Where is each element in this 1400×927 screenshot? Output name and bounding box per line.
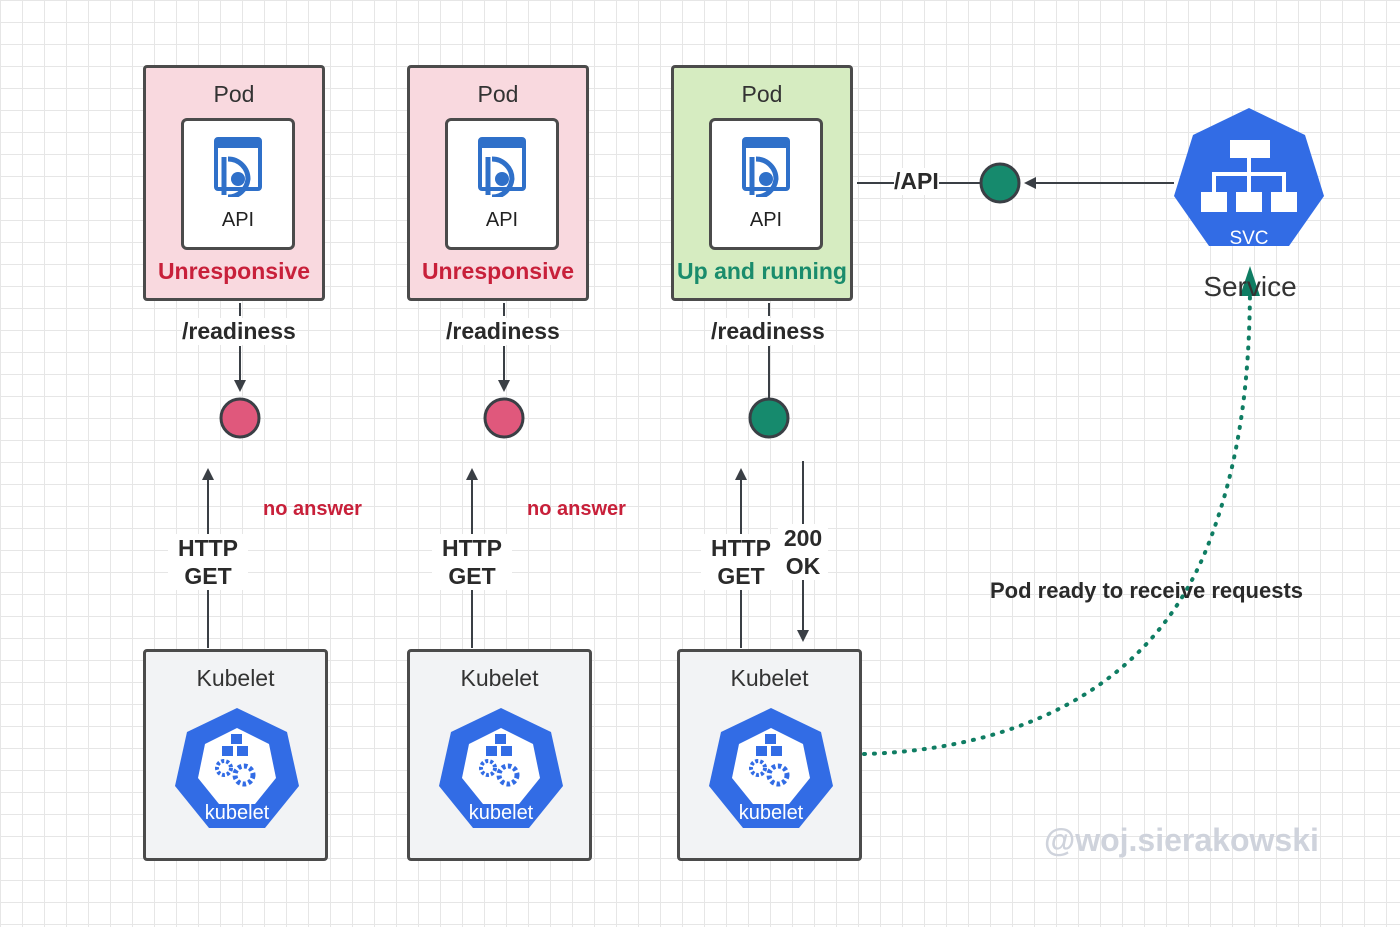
kubelet-title: Kubelet — [196, 665, 275, 691]
http-method-line1: HTTP — [177, 535, 239, 561]
no-answer-label-1: no answer — [263, 498, 362, 520]
api-label: API — [485, 209, 519, 231]
kubelet-icon: kubelet — [439, 708, 563, 828]
response-line2: OK — [785, 553, 821, 579]
pod-running: Pod API Up and running — [671, 65, 853, 301]
ready-note: Pod ready to receive requests — [990, 578, 1304, 603]
response-line1: 200 — [783, 525, 823, 551]
pod-status: Up and running — [677, 258, 847, 284]
pod-unresponsive-2: Pod API Unresponsive — [407, 65, 589, 301]
pod-unresponsive-1: Pod API Unresponsive — [143, 65, 325, 301]
pod-title: Pod — [213, 81, 255, 107]
ok-response-label: 200 OK — [778, 524, 828, 580]
http-method-line2: GET — [448, 563, 496, 589]
kubelet-1: Kubelet kubelet — [143, 649, 328, 861]
kubelet-icon: kubelet — [709, 708, 833, 828]
http-method-line2: GET — [184, 563, 232, 589]
kubelet-icon: kubelet — [175, 708, 299, 828]
kubelet-2: Kubelet kubelet — [407, 649, 592, 861]
pod-title: Pod — [741, 81, 783, 107]
api-endpoint — [979, 162, 1021, 204]
kubelet-icon-label: kubelet — [205, 802, 270, 824]
no-answer-label-2: no answer — [527, 498, 626, 520]
watermark: @woj.sierakowski — [1044, 822, 1319, 858]
pod-status: Unresponsive — [157, 258, 311, 284]
readiness-endpoint-good — [748, 397, 790, 439]
api-icon — [742, 137, 790, 197]
readiness-endpoint-bad-2 — [483, 397, 525, 439]
http-get-label-2: HTTP GET — [432, 534, 512, 590]
http-method-line2: GET — [717, 563, 765, 589]
kubelet-title: Kubelet — [730, 665, 809, 691]
kubelet-3: Kubelet kubelet — [677, 649, 862, 861]
http-method-line1: HTTP — [710, 535, 772, 561]
kubelet-title: Kubelet — [460, 665, 539, 691]
api-label: API — [749, 209, 783, 231]
api-container: API — [445, 118, 559, 250]
pod-status: Unresponsive — [421, 258, 575, 284]
readiness-label-3: /readiness — [711, 318, 825, 345]
readiness-endpoint-bad-1 — [219, 397, 261, 439]
http-method-line1: HTTP — [441, 535, 503, 561]
kubelet-icon-label: kubelet — [739, 802, 804, 824]
api-container: API — [181, 118, 295, 250]
ready-arrow-head — [1240, 266, 1260, 296]
http-get-label-3: HTTP GET — [701, 534, 781, 590]
pod-title: Pod — [477, 81, 519, 107]
api-container: API — [709, 118, 823, 250]
api-icon — [214, 137, 262, 197]
ready-dotted-curve — [862, 280, 1252, 756]
service-icon-label: SVC — [1229, 228, 1269, 249]
readiness-label-1: /readiness — [182, 318, 296, 345]
api-label: API — [221, 209, 255, 231]
http-get-label-1: HTTP GET — [168, 534, 248, 590]
service-icon — [1174, 108, 1324, 246]
api-icon — [478, 137, 526, 197]
readiness-label-2: /readiness — [446, 318, 560, 345]
kubelet-icon-label: kubelet — [469, 802, 534, 824]
api-route-label: /API — [894, 168, 939, 195]
service-label: Service — [1203, 271, 1297, 302]
